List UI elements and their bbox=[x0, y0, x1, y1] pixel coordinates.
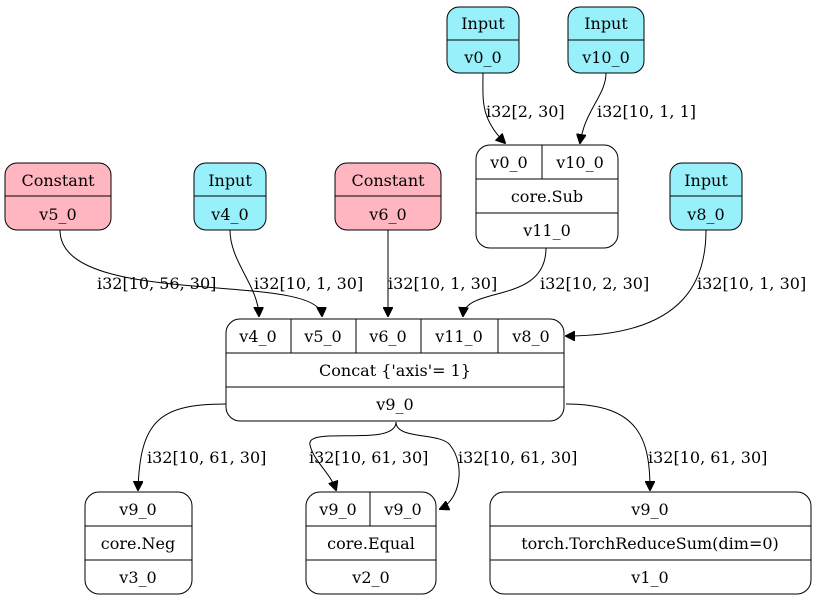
port-label: v10_0 bbox=[555, 153, 604, 172]
output-label: v1_0 bbox=[630, 568, 668, 587]
node-kind-label: Input bbox=[684, 171, 728, 190]
node-concat[interactable]: v4_0 v5_0 v6_0 v11_0 v8_0 Concat {'axis'… bbox=[225, 318, 565, 422]
node-input-v10[interactable]: Input v10_0 bbox=[567, 6, 645, 74]
node-value-label: v10_0 bbox=[581, 48, 630, 67]
node-kind-label: Input bbox=[584, 14, 628, 33]
edge-label-concat-to-equal-b: i32[10, 61, 30] bbox=[458, 448, 577, 467]
port-label: v11_0 bbox=[434, 327, 483, 346]
edge-v5-to-concat bbox=[59, 229, 322, 316]
node-core-neg[interactable]: v9_0 core.Neg v3_0 bbox=[84, 491, 193, 595]
edge-concat-to-reducesum bbox=[565, 403, 650, 490]
op-label: core.Equal bbox=[327, 534, 415, 553]
edge-label-v8-to-concat: i32[10, 1, 30] bbox=[697, 274, 806, 293]
edge-concat-to-equal-a bbox=[309, 421, 397, 490]
edge-label-v10-to-sub: i32[10, 1, 1] bbox=[597, 102, 696, 121]
node-input-v4[interactable]: Input v4_0 bbox=[193, 162, 267, 231]
op-label: Concat {'axis'= 1} bbox=[319, 361, 471, 380]
edge-sub-to-concat bbox=[463, 247, 547, 316]
edge-v0-to-sub bbox=[482, 72, 505, 143]
edge-label-v5-to-concat: i32[10, 56, 30] bbox=[97, 274, 216, 293]
node-value-label: v4_0 bbox=[210, 205, 248, 224]
edge-label-v6-to-concat: i32[10, 1, 30] bbox=[388, 274, 497, 293]
port-label: v6_0 bbox=[368, 327, 406, 346]
edge-concat-to-neg bbox=[138, 403, 227, 490]
edge-label-concat-to-equal-a: i32[10, 61, 30] bbox=[309, 448, 428, 467]
node-constant-v6[interactable]: Constant v6_0 bbox=[334, 162, 442, 231]
node-input-v8[interactable]: Input v8_0 bbox=[669, 162, 743, 231]
node-constant-v5[interactable]: Constant v5_0 bbox=[4, 162, 112, 231]
edge-label-concat-to-neg: i32[10, 61, 30] bbox=[147, 448, 266, 467]
output-label: v9_0 bbox=[375, 395, 413, 414]
node-value-label: v5_0 bbox=[38, 205, 76, 224]
edge-v8-to-concat bbox=[566, 229, 707, 336]
output-label: v11_0 bbox=[522, 221, 571, 240]
edges bbox=[59, 72, 707, 509]
output-label: v3_0 bbox=[118, 568, 156, 587]
port-label: v0_0 bbox=[489, 153, 527, 172]
edge-labels: i32[2, 30] i32[10, 1, 1] i32[10, 56, 30]… bbox=[97, 102, 806, 467]
node-kind-label: Constant bbox=[21, 171, 95, 190]
node-kind-label: Input bbox=[461, 14, 505, 33]
port-label: v9_0 bbox=[630, 500, 668, 519]
node-value-label: v6_0 bbox=[368, 205, 406, 224]
port-label: v9_0 bbox=[383, 500, 421, 519]
edge-label-v0-to-sub: i32[2, 30] bbox=[486, 102, 565, 121]
edge-label-sub-to-concat: i32[10, 2, 30] bbox=[540, 274, 649, 293]
op-label: torch.TorchReduceSum(dim=0) bbox=[521, 534, 779, 553]
port-label: v9_0 bbox=[318, 500, 356, 519]
op-label: core.Sub bbox=[511, 187, 583, 206]
op-label: core.Neg bbox=[101, 534, 176, 553]
node-input-v0[interactable]: Input v0_0 bbox=[446, 6, 520, 74]
edge-v10-to-sub bbox=[580, 72, 607, 143]
output-label: v2_0 bbox=[351, 568, 389, 587]
node-value-label: v0_0 bbox=[463, 48, 501, 67]
node-torch-reducesum[interactable]: v9_0 torch.TorchReduceSum(dim=0) v1_0 bbox=[489, 491, 812, 595]
port-label: v5_0 bbox=[303, 327, 341, 346]
edge-label-v4-to-concat: i32[10, 1, 30] bbox=[254, 274, 363, 293]
edge-label-concat-to-reducesum: i32[10, 61, 30] bbox=[648, 448, 767, 467]
node-core-equal[interactable]: v9_0 v9_0 core.Equal v2_0 bbox=[305, 491, 437, 595]
port-label: v4_0 bbox=[238, 327, 276, 346]
port-label: v9_0 bbox=[118, 500, 156, 519]
port-label: v8_0 bbox=[511, 327, 549, 346]
edge-v4-to-concat bbox=[229, 229, 259, 316]
edge-concat-to-equal-b bbox=[395, 421, 460, 509]
node-value-label: v8_0 bbox=[686, 205, 724, 224]
node-kind-label: Constant bbox=[351, 171, 425, 190]
node-kind-label: Input bbox=[208, 171, 252, 190]
node-core-sub[interactable]: v0_0 v10_0 core.Sub v11_0 bbox=[475, 144, 619, 249]
